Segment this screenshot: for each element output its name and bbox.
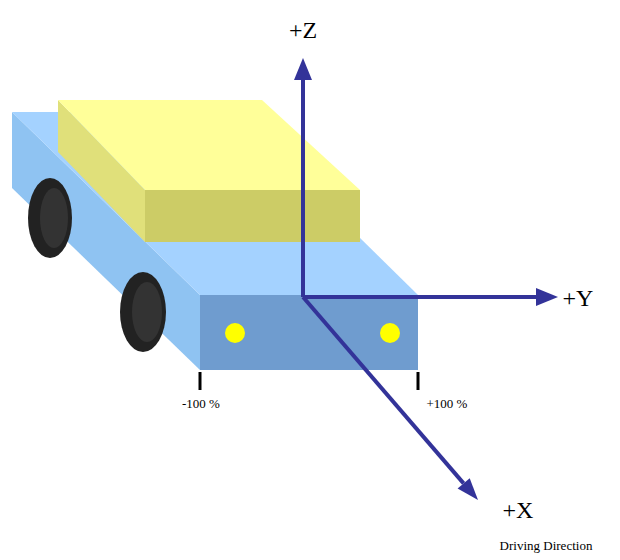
scale-label: -100 % [182, 397, 220, 411]
headlight [225, 323, 245, 343]
direction-note: Driving Direction [500, 539, 593, 553]
x-axis [303, 297, 464, 483]
cabin-front [145, 190, 360, 242]
wheel [120, 272, 166, 352]
headlight [380, 323, 400, 343]
arrow-head [294, 58, 312, 80]
axis-label: +Z [289, 17, 317, 43]
wheel-hub [40, 188, 68, 248]
wheel [28, 178, 72, 258]
y-axis [303, 295, 538, 299]
axis-label: +Y [563, 285, 594, 311]
tick-mark [199, 372, 202, 390]
axis-label: +X [503, 497, 534, 523]
cabin-top [58, 100, 360, 190]
arrow-head [458, 478, 478, 500]
z-axis [301, 76, 305, 297]
tick-mark [417, 372, 420, 390]
wheel-hub [132, 282, 162, 342]
scale-label: +100 % [427, 397, 468, 411]
arrow-head [536, 288, 558, 306]
